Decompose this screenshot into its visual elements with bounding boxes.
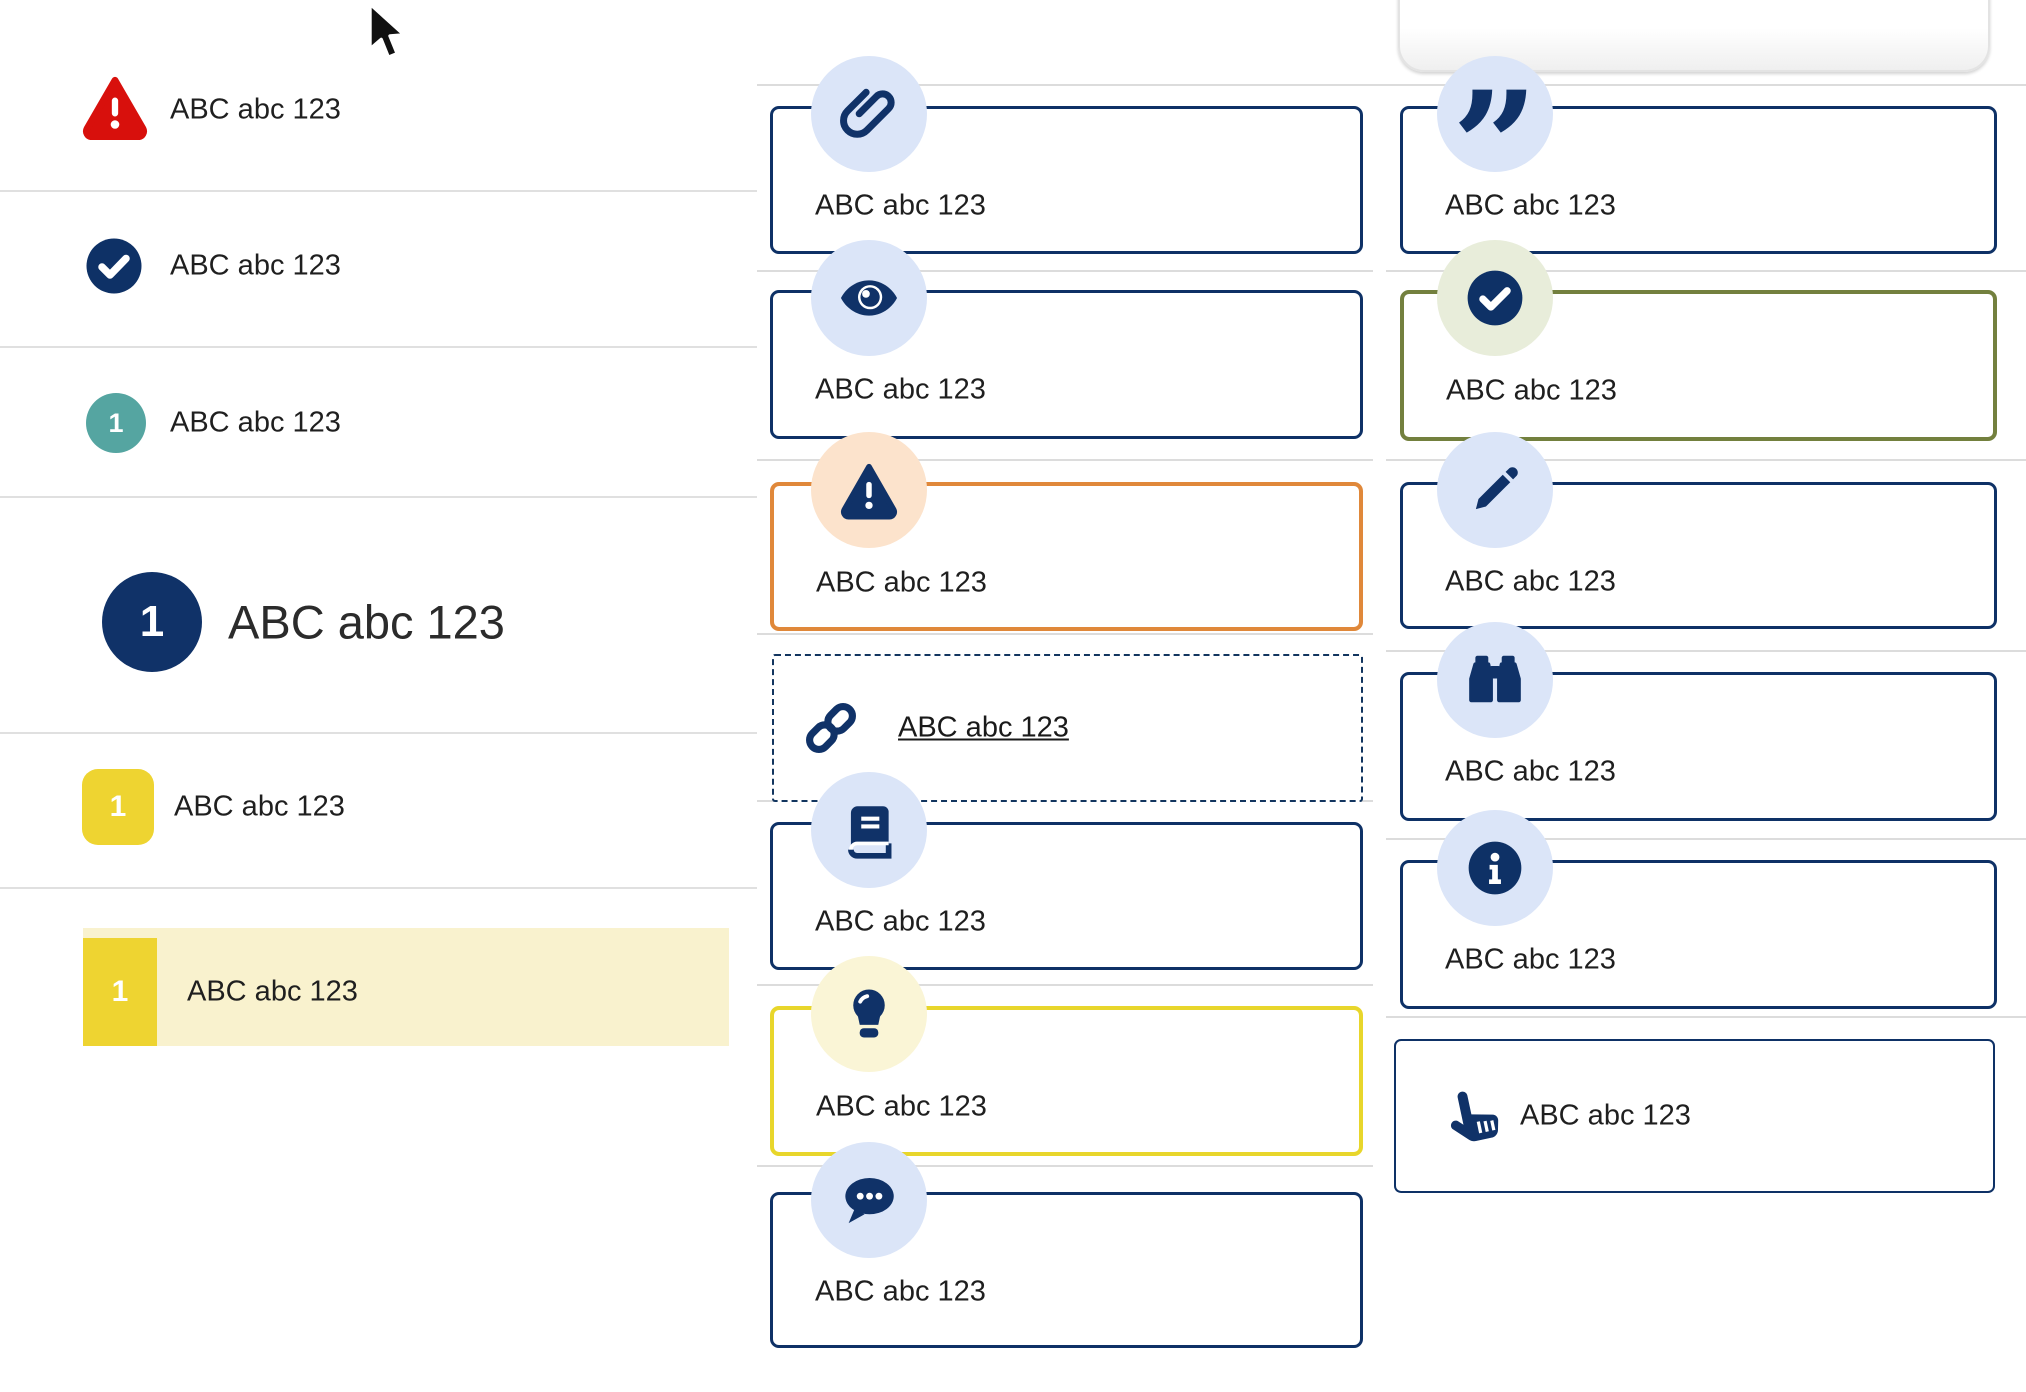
list-divider <box>0 190 757 192</box>
icon-circle <box>1437 240 1553 356</box>
card-label: ABC abc 123 <box>1446 374 1617 407</box>
icon-circle <box>811 240 927 356</box>
icon-circle <box>1437 622 1553 738</box>
card-label: ABC abc 123 <box>815 1275 986 1308</box>
section-rule <box>757 984 1373 986</box>
pencil-icon <box>1475 467 1518 510</box>
list-item-label: ABC abc 123 <box>187 975 358 1008</box>
list-divider <box>0 496 757 498</box>
card-label: ABC abc 123 <box>1445 943 1616 976</box>
callout-card-discussion: ABC abc 123 <box>770 1142 1363 1348</box>
icon-circle <box>811 956 927 1072</box>
callout-card-quote: ” ABC abc 123 <box>1400 56 1997 254</box>
alert-triangle-icon <box>80 74 150 140</box>
check-circle-icon <box>1467 270 1523 326</box>
callout-card-attachment: ABC abc 123 <box>770 56 1363 254</box>
section-rule <box>1386 270 2026 272</box>
callout-card-explore: ABC abc 123 <box>1400 622 1997 821</box>
chat-icon <box>845 1178 894 1224</box>
card-label: ABC abc 123 <box>1520 1099 1691 1132</box>
list-divider <box>0 346 757 348</box>
icon-circle <box>811 432 927 548</box>
icon-circle: ” <box>1437 56 1553 222</box>
section-rule <box>1386 1016 2026 1018</box>
section-rule <box>757 633 1373 635</box>
callout-card-info: ABC abc 123 <box>1400 810 1997 1009</box>
hand-pointer-icon <box>1440 1079 1510 1153</box>
yellow-number-badge: 1 <box>83 938 157 1046</box>
card-label: ABC abc 123 <box>816 1090 987 1123</box>
binoculars-icon <box>1469 655 1521 703</box>
section-rule <box>1386 459 2026 461</box>
section-rule <box>1386 650 2026 652</box>
icon-circle <box>1437 432 1553 548</box>
lightbulb-icon <box>853 989 885 1038</box>
link-icon <box>798 695 864 761</box>
callout-card-edit: ABC abc 123 <box>1400 432 1997 629</box>
yellow-number-badge: 1 <box>82 769 154 845</box>
list-item-label: ABC abc 123 <box>170 249 341 282</box>
icon-circle <box>811 1142 927 1258</box>
row-highlight <box>83 928 729 1046</box>
navy-number-badge-large: 1 <box>102 572 202 672</box>
callout-card-tip: ABC abc 123 <box>770 956 1363 1156</box>
card-label: ABC abc 123 <box>815 189 986 222</box>
list-item-label: ABC abc 123 <box>170 406 341 439</box>
card-label: ABC abc 123 <box>1445 755 1616 788</box>
icon-circle <box>1437 810 1553 926</box>
list-divider <box>0 732 757 734</box>
section-rule <box>757 1165 1373 1167</box>
warning-icon <box>841 463 897 520</box>
eye-icon <box>840 280 898 316</box>
teal-number-badge: 1 <box>86 393 146 453</box>
list-item-label: ABC abc 123 <box>170 93 341 126</box>
section-rule <box>1386 838 2026 840</box>
callout-card-reference: ABC abc 123 <box>770 772 1363 970</box>
card-label: ABC abc 123 <box>815 905 986 938</box>
callout-card-watch: ABC abc 123 <box>770 240 1363 439</box>
card-label: ABC abc 123 <box>1445 189 1616 222</box>
info-icon <box>1468 841 1522 895</box>
callout-card-success: ABC abc 123 <box>1400 240 1997 441</box>
check-circle-icon <box>84 236 144 296</box>
icon-circle <box>811 772 927 888</box>
callout-link[interactable]: ABC abc 123 <box>898 711 1069 744</box>
paperclip-icon <box>840 88 895 138</box>
section-rule <box>757 84 2026 86</box>
list-divider <box>0 887 757 889</box>
card-label: ABC abc 123 <box>816 566 987 599</box>
section-rule <box>757 459 1373 461</box>
card-label: ABC abc 123 <box>815 373 986 406</box>
icon-circle <box>811 56 927 172</box>
mouse-cursor <box>366 2 410 64</box>
book-icon <box>848 806 892 859</box>
callout-card-action[interactable]: ABC abc 123 <box>1394 1039 1995 1193</box>
card-label: ABC abc 123 <box>1445 565 1616 598</box>
list-item-label: ABC abc 123 <box>228 595 505 649</box>
quote-icon: ” <box>1451 59 1539 235</box>
list-item-label: ABC abc 123 <box>174 790 345 823</box>
callout-card-warning: ABC abc 123 <box>770 432 1363 631</box>
section-rule <box>757 270 1373 272</box>
